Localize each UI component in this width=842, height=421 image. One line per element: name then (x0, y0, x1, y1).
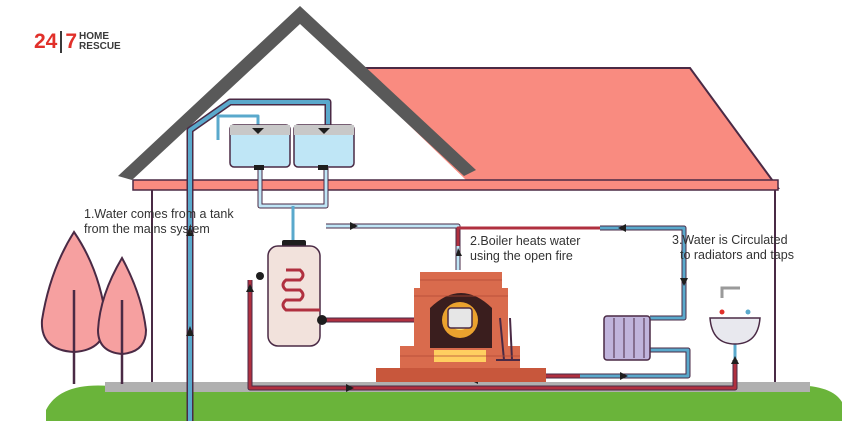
logo-number-left: 24 (34, 30, 58, 53)
step-1-line-1: 1.Water comes from a tank (84, 207, 234, 221)
step-2-label: 2.Boiler heats water using the open fire (470, 234, 580, 264)
step-1-line-2: from the mains system (84, 222, 210, 236)
sink-icon (709, 286, 761, 345)
grass (46, 385, 842, 421)
logo-word-rescue: RESCUE (79, 41, 121, 52)
brand-logo: 24 7 HOME RESCUE (34, 30, 121, 54)
flow-arrows (186, 222, 739, 392)
step-3-line-1: 3.Water is Circulated (672, 233, 788, 247)
eave (132, 179, 779, 191)
logo-words: HOME RESCUE (79, 32, 121, 52)
step-2-line-2: using the open fire (470, 249, 573, 263)
step-3-line-2: to radiators and taps (680, 248, 794, 262)
logo-divider (60, 31, 63, 53)
step-2-line-1: 2.Boiler heats water (470, 234, 581, 248)
hot-water-cylinder-icon (256, 240, 327, 347)
logo-number-right: 7 (65, 30, 78, 53)
water-tank-icon (229, 124, 355, 170)
tree-icon (40, 230, 148, 384)
step-3-label: 3.Water is Circulated to radiators and t… (672, 233, 794, 263)
fireplace-icon (376, 272, 546, 382)
step-1-label: 1.Water comes from a tank from the mains… (84, 207, 234, 237)
radiator-icon (603, 315, 651, 361)
logo-word-home: HOME (79, 31, 110, 42)
hot-water-pipes (247, 226, 738, 391)
